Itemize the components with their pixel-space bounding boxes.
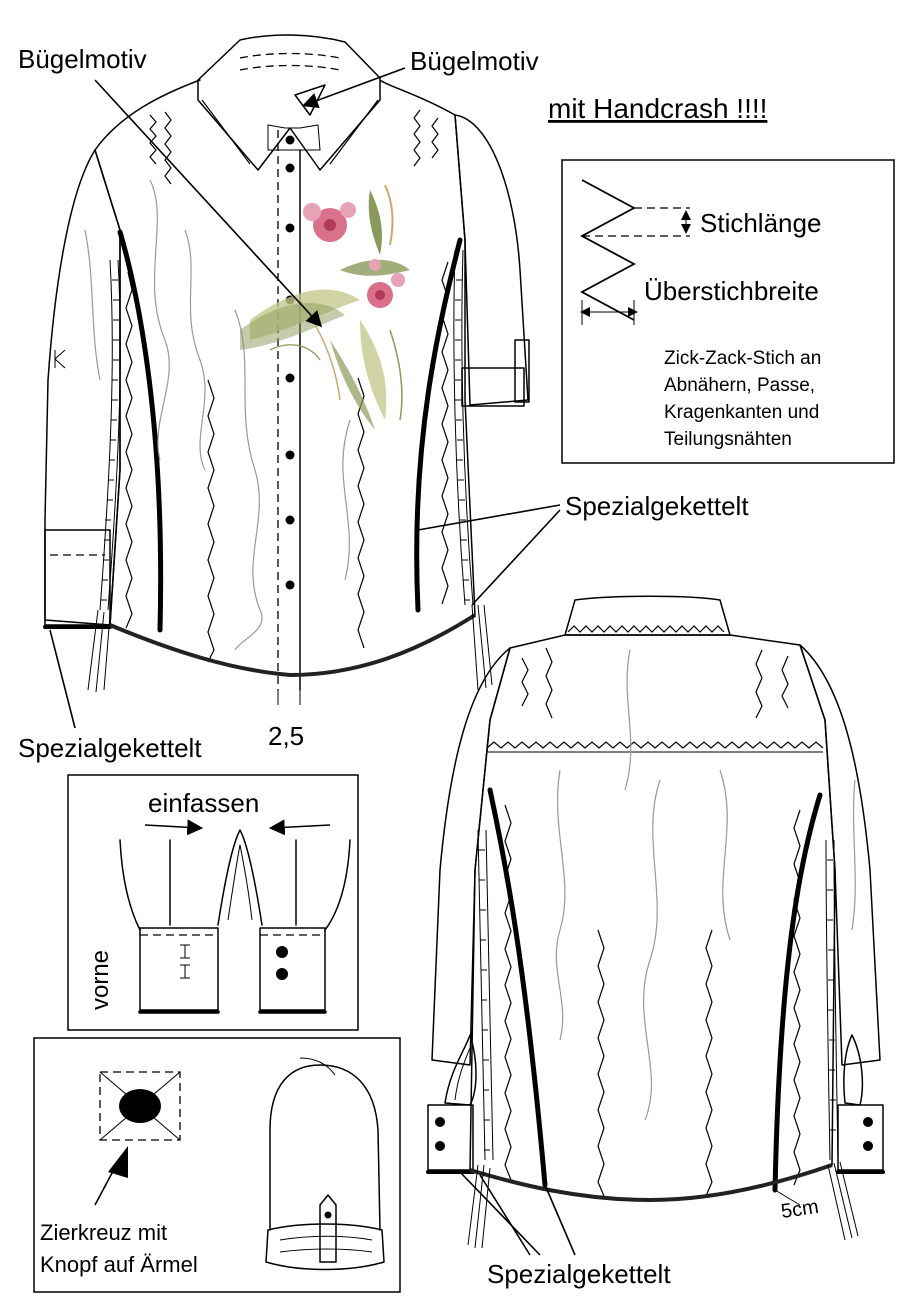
arrow-icon bbox=[301, 67, 406, 109]
front-hem bbox=[109, 613, 477, 678]
einfassen-detail: einfassen vorne bbox=[67, 774, 359, 1031]
back-left-sleeve bbox=[431, 647, 511, 1066]
label-motif-right: Bügelmotiv bbox=[410, 46, 539, 76]
back-body-outline bbox=[469, 634, 836, 1201]
princess-seam-right bbox=[414, 237, 463, 613]
back-right-sleeve bbox=[799, 644, 881, 1066]
label-spezial-right: Spezialgekettelt bbox=[565, 491, 749, 521]
back-chain-stitch-right bbox=[825, 839, 839, 1161]
label-placket-width: 2,5 bbox=[268, 721, 304, 751]
arrow-icon bbox=[294, 84, 326, 116]
cuff-back bbox=[259, 927, 326, 1011]
back-left-cuff-slit bbox=[444, 1034, 477, 1106]
cuff-front bbox=[139, 927, 219, 1011]
back-chain-stitch-left bbox=[477, 829, 494, 1161]
back-princess-seam-left bbox=[487, 787, 548, 1188]
label-hem-5cm: 5cm bbox=[780, 1196, 820, 1223]
back-right-cuff-slit bbox=[843, 1034, 864, 1106]
princess-seam-left bbox=[117, 229, 164, 633]
label-handcrash: mit Handcrash !!!! bbox=[548, 93, 767, 124]
front-left-cuff bbox=[44, 529, 111, 626]
roll-up-button-tab bbox=[514, 339, 530, 403]
stitch-legend: Stichlänge Überstichbreite Zick-Zack-Sti… bbox=[561, 159, 895, 464]
zigzag-stitch-icon bbox=[580, 179, 636, 321]
floral-motif bbox=[240, 184, 410, 430]
label-spezial-bottom: Spezialgekettelt bbox=[487, 1259, 671, 1289]
back-shirt: 5cm Spezialgekettelt bbox=[426, 595, 885, 1289]
legend-line-2: Abnähern, Passe, bbox=[664, 375, 815, 396]
button-icon bbox=[276, 968, 288, 980]
front-left-sleeve bbox=[44, 149, 121, 626]
rolled-sleeve bbox=[269, 1064, 381, 1231]
label-vorne: vorne bbox=[87, 950, 114, 1010]
zierkreuz-detail: Zierkreuz mit Knopf auf Ärmel bbox=[33, 1037, 401, 1293]
zierkreuz-line-2: Knopf auf Ärmel bbox=[40, 1252, 198, 1277]
crash-lines-front bbox=[84, 179, 351, 651]
label-einfassen: einfassen bbox=[148, 788, 259, 818]
chain-stitch-left bbox=[99, 259, 121, 611]
zierkreuz-line-1: Zierkreuz mit bbox=[40, 1220, 167, 1245]
back-princess-seam-right bbox=[772, 792, 823, 1193]
label-ueberstichbreite: Überstichbreite bbox=[644, 276, 819, 306]
legend-line-3: Kragenkanten und bbox=[664, 402, 819, 423]
label-stichlaenge: Stichlänge bbox=[700, 208, 821, 238]
label-spezial-left: Spezialgekettelt bbox=[18, 733, 202, 763]
arrow-icon bbox=[94, 79, 323, 328]
front-right-sleeve bbox=[454, 114, 529, 406]
front-shirt: Bügelmotiv Bügelmotiv mit Handcrash !!!!… bbox=[18, 34, 767, 763]
cross-stitch-icon bbox=[99, 1071, 181, 1141]
label-motif-left: Bügelmotiv bbox=[18, 44, 147, 74]
chain-stitch-right bbox=[453, 249, 474, 606]
roll-tab bbox=[319, 1194, 337, 1263]
legend-line-4: Teilungsnähten bbox=[664, 429, 792, 450]
arrow-icon bbox=[108, 1146, 128, 1178]
front-collar bbox=[197, 34, 381, 171]
button-icon bbox=[119, 1089, 161, 1123]
front-buttons bbox=[285, 135, 295, 590]
back-hem bbox=[469, 1163, 833, 1203]
crash-lines-back bbox=[555, 649, 856, 1121]
legend-line-1: Zick-Zack-Stich an bbox=[664, 348, 821, 369]
back-collar bbox=[564, 595, 731, 636]
button-icon bbox=[276, 946, 288, 958]
